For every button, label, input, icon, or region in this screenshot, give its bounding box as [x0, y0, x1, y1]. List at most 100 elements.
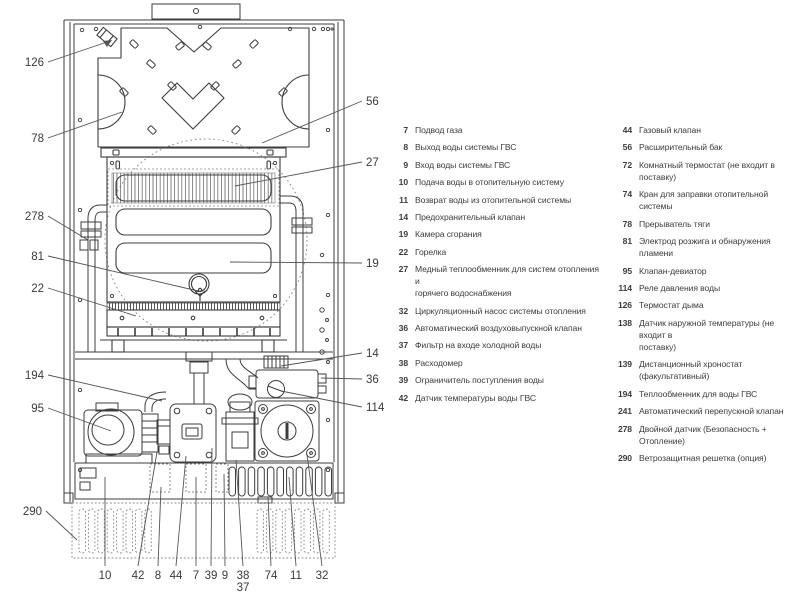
legend-row: 32 Циркуляционный насос системы отопления [392, 305, 606, 317]
case-screws [77, 24, 334, 473]
callout-56: 56 [366, 96, 379, 108]
legend-number: 114 [618, 283, 632, 294]
legend-number: 8 [403, 142, 408, 153]
legend-number: 139 [617, 359, 632, 370]
callout-8: 8 [155, 570, 161, 582]
legend-number: 290 [617, 453, 632, 464]
legend-number: 14 [398, 211, 408, 222]
ignition-electrode [194, 287, 206, 301]
legend-row: 278 Двойной датчик (Безопасность + Отопле… [608, 423, 800, 447]
legend-number: 10 [398, 177, 408, 188]
legend-number: 32 [398, 305, 408, 316]
callout-14: 14 [366, 348, 379, 360]
callout-81: 81 [31, 251, 44, 263]
legend-number: 22 [398, 246, 408, 257]
legend-number: 278 [617, 423, 632, 434]
legend-row: 114 Реле давления воды [608, 282, 800, 294]
legend-number: 44 [622, 125, 632, 135]
legend-text: Электрод розжига и обнаружения пламени [639, 236, 771, 259]
gas-valve [248, 355, 327, 399]
callout-126: 126 [25, 57, 44, 69]
side-pipes [79, 195, 313, 352]
circulation-pump [254, 400, 320, 462]
legend-text: Автоматический перепускной клапан [639, 406, 784, 417]
legend-text: Предохранительный клапан [415, 211, 526, 222]
diverter-valve [83, 402, 171, 464]
callout-42: 42 [132, 570, 145, 582]
legend-text: Фильтр на входе холодной воды [415, 340, 542, 351]
callout-lines [45, 40, 363, 567]
wind-grille [71, 502, 336, 559]
legend-text: Датчик наружной температуры (не входит в… [639, 317, 775, 352]
legend-text: Дистанционный хроностат (факультативный) [639, 359, 743, 382]
legend-row: 81 Электрод розжига и обнаружения пламени [608, 235, 800, 259]
heat-exchanger-hatch [111, 172, 276, 204]
burner-injectors [117, 328, 271, 336]
legend-text: Прерыватель тяги [639, 218, 710, 229]
legend-text: Возврат воды из отопительной системы [415, 194, 572, 205]
legend-text: Датчик температуры воды ГВС [415, 392, 536, 403]
legend-text: Клапан-девиатор [639, 265, 707, 276]
legend-text: Вход воды системы ГВС [415, 159, 511, 170]
callout-44: 44 [170, 570, 183, 582]
chevron-cutout [161, 82, 225, 130]
legend-number: 38 [398, 357, 408, 368]
fill-valve [257, 496, 273, 504]
legend-number: 7 [403, 125, 408, 135]
legend-number: 95 [622, 265, 632, 276]
legend-text: Теплообменник для воды ГВС [639, 388, 758, 399]
legend-row: 38 Расходомер [392, 357, 606, 369]
legend-row: 95 Клапан-девиатор [608, 265, 800, 277]
dual-sensor [79, 239, 89, 251]
legend-number: 81 [622, 236, 632, 247]
sight-glass [188, 273, 210, 295]
legend-text: Двойной датчик (Безопасность + Отопление… [639, 423, 767, 446]
legend-text: Циркуляционный насос системы отопления [415, 305, 586, 316]
callout-194: 194 [25, 370, 45, 382]
callout-11: 11 [290, 570, 302, 582]
boiler-case [63, 3, 345, 504]
legend-row: 139 Дистанционный хроностат (факультативн… [608, 358, 800, 382]
legend-text: Расходомер [415, 357, 463, 368]
pressure-switch-knob [267, 380, 285, 398]
callout-19: 19 [366, 258, 379, 270]
burner [100, 302, 287, 353]
legend-number: 9 [403, 159, 408, 170]
legend-row: 11 Возврат воды из отопительной системы [392, 194, 606, 206]
legend-row: 44 Газовый клапан [608, 124, 800, 136]
legend-text: Выход воды системы ГВС [415, 142, 517, 153]
legend-number: 78 [622, 218, 632, 229]
legend-text: Термостат дыма [639, 300, 704, 311]
expansion-tank-outline [104, 138, 308, 342]
legend-number: 42 [398, 392, 408, 403]
flue-collar [151, 3, 241, 20]
bottom-panel [74, 462, 334, 504]
callout-27: 27 [366, 157, 379, 169]
legend-number: 72 [622, 159, 632, 170]
legend-number: 11 [399, 194, 408, 205]
legend-row: 72 Комнатный термостат (не входит в поста… [608, 159, 800, 183]
callout-114: 114 [366, 402, 385, 414]
legend-text: Горелка [415, 246, 447, 257]
flow-group [156, 403, 217, 463]
legend-text: Газовый клапан [639, 125, 701, 135]
legend-text: Расширительный бак [639, 142, 723, 153]
legend-text: Кран для заправки отопительной системы [639, 189, 769, 212]
legend-text: Комнатный термостат (не входит в поставк… [639, 159, 775, 182]
callout-7: 7 [193, 570, 199, 582]
vent-slots [228, 466, 332, 497]
callout-labels: 126 78 278 81 22 194 95 290 56 27 19 14 … [23, 57, 385, 594]
callout-37: 37 [237, 582, 250, 594]
legend-row: 22 Горелка [392, 246, 606, 258]
legend-text: Реле давления воды [639, 283, 721, 294]
